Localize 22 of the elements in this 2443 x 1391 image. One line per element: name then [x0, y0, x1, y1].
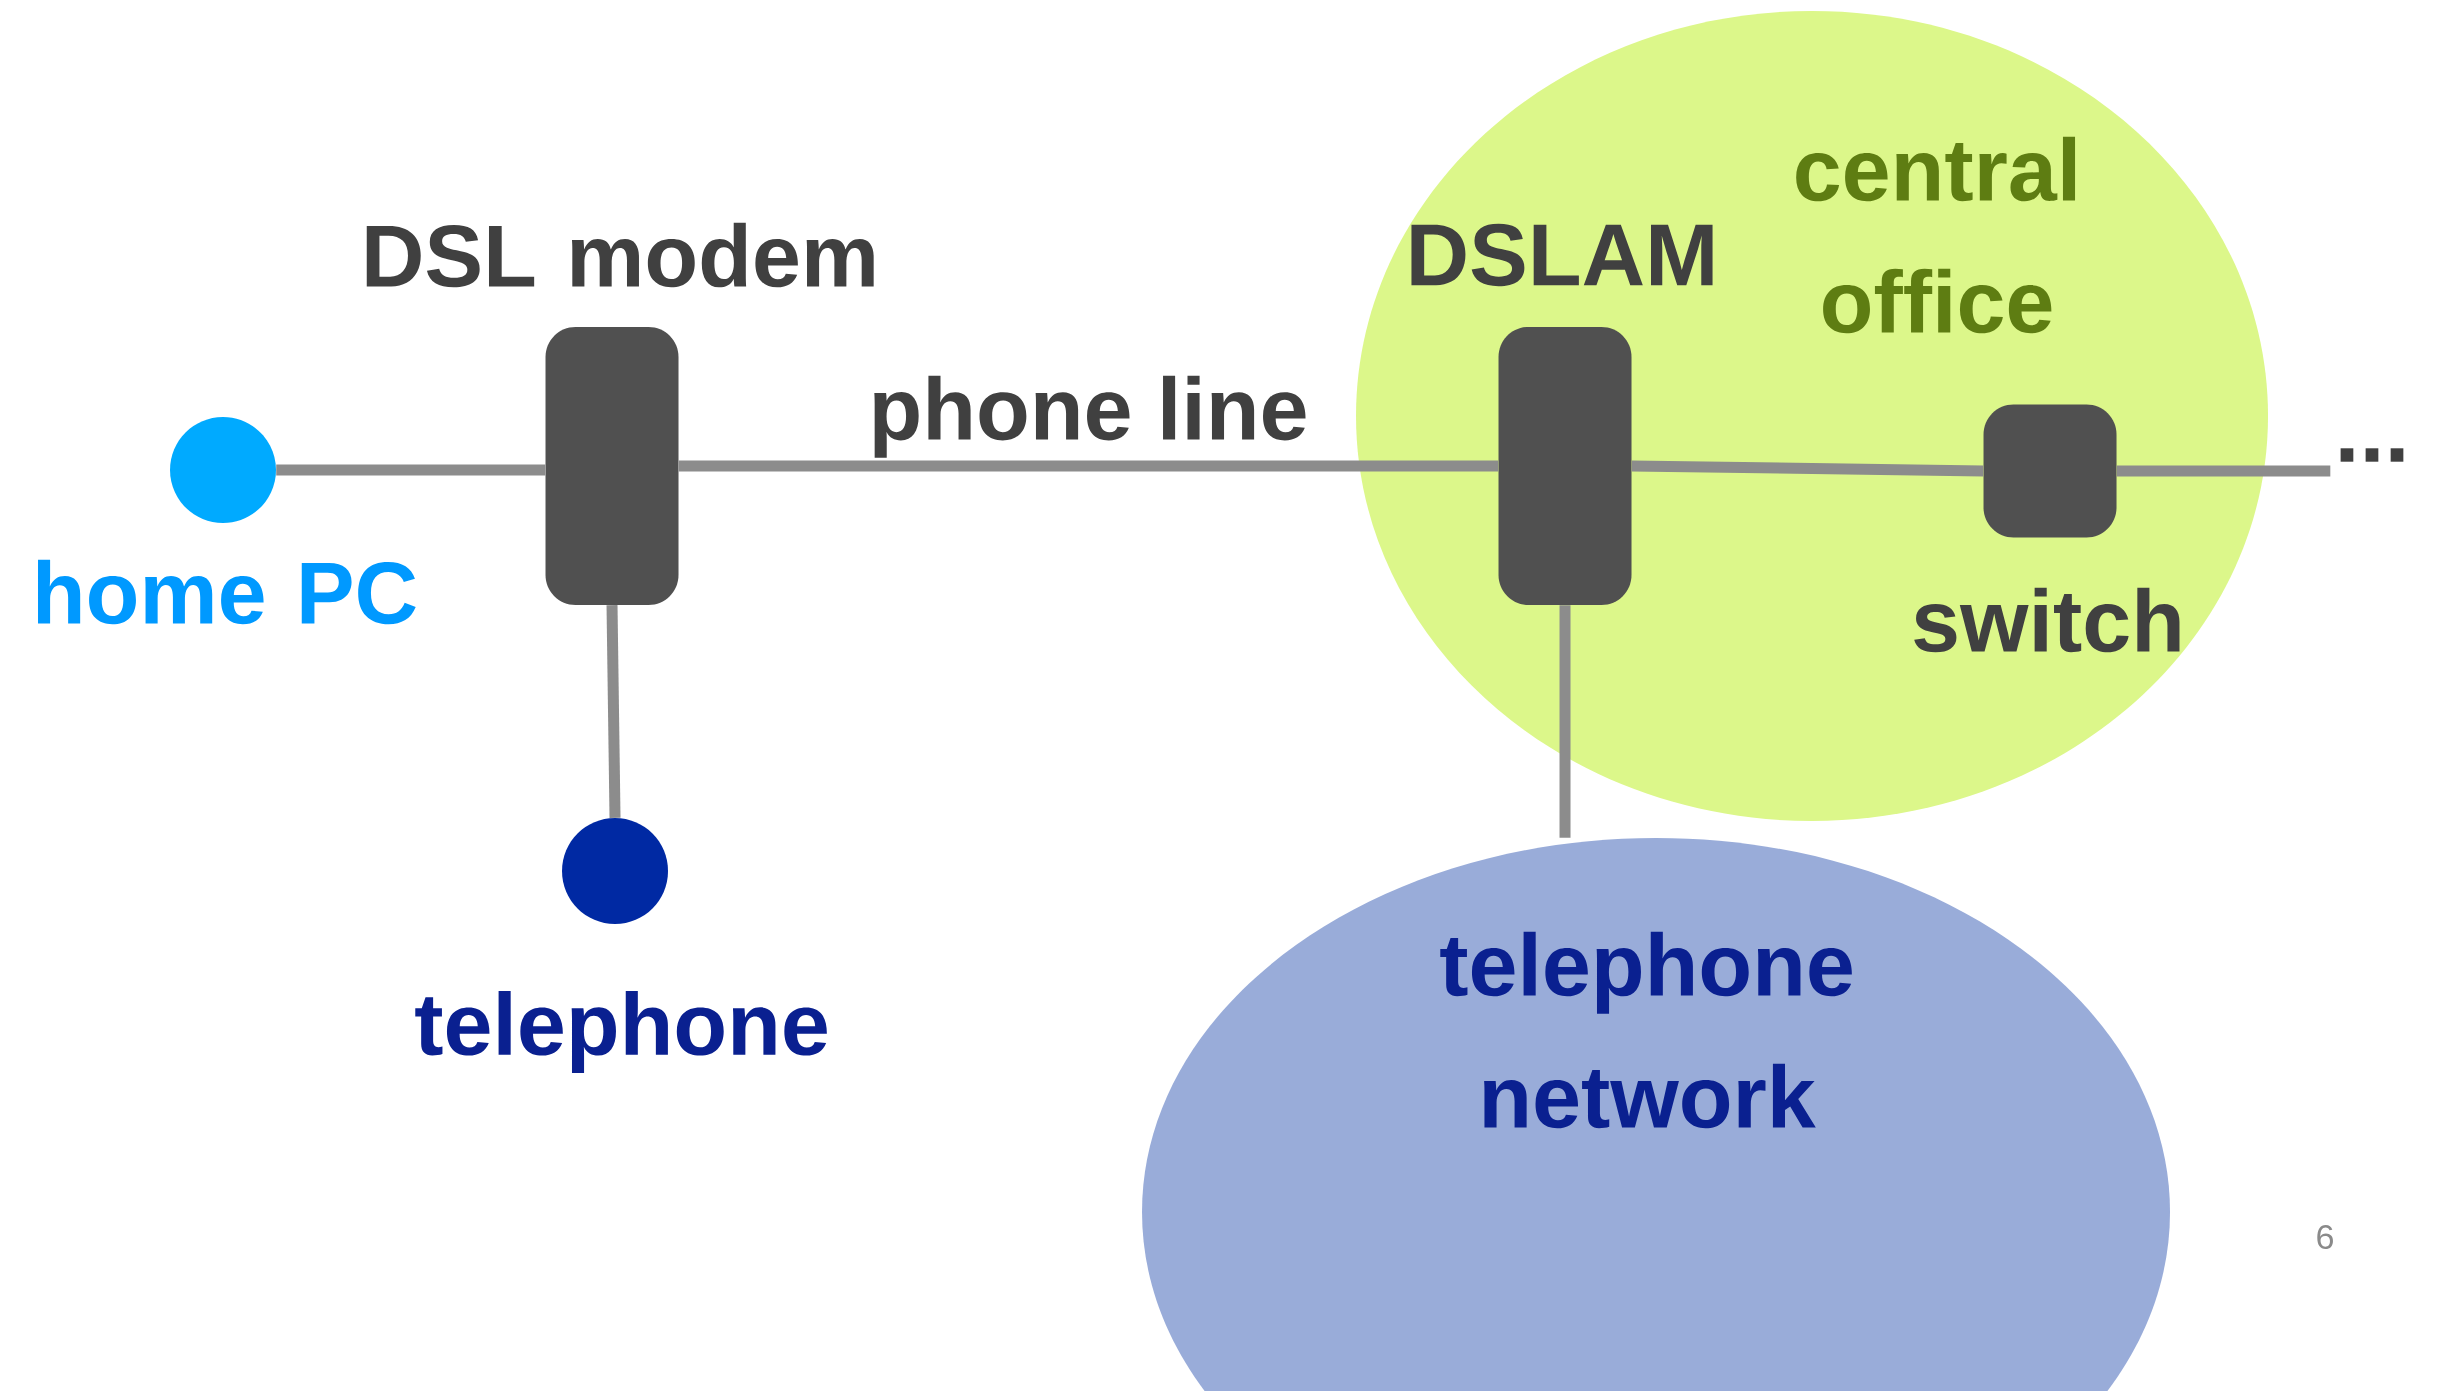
device-box: [1498, 327, 1632, 605]
node-label: home PC: [38, 559, 416, 625]
connector-line: [1631, 460, 1984, 477]
node-label: DSL modem: [366, 222, 874, 288]
node-label: switch: [1914, 587, 2180, 653]
device-box: [545, 327, 679, 605]
edge-label: phone line: [874, 375, 1306, 458]
node-label: telephone: [415, 991, 827, 1073]
region-ellipse: [1356, 11, 2268, 821]
ellipsis-text: ...: [2340, 448, 2404, 462]
node-label: central office: [1796, 136, 2076, 334]
connector-line: [606, 605, 621, 818]
endpoint-circle: [170, 417, 276, 523]
connector-line: [1559, 605, 1571, 838]
connector-line: [678, 460, 1499, 472]
endpoint-circle: [562, 818, 668, 924]
connector-line: [2116, 465, 2331, 477]
node-label: telephone network: [1440, 931, 1852, 1129]
node-label: DSLAM: [1411, 223, 1713, 287]
device-box: [1983, 404, 2117, 538]
connector-line: [276, 464, 546, 476]
page-number: 6: [2317, 1224, 2333, 1250]
